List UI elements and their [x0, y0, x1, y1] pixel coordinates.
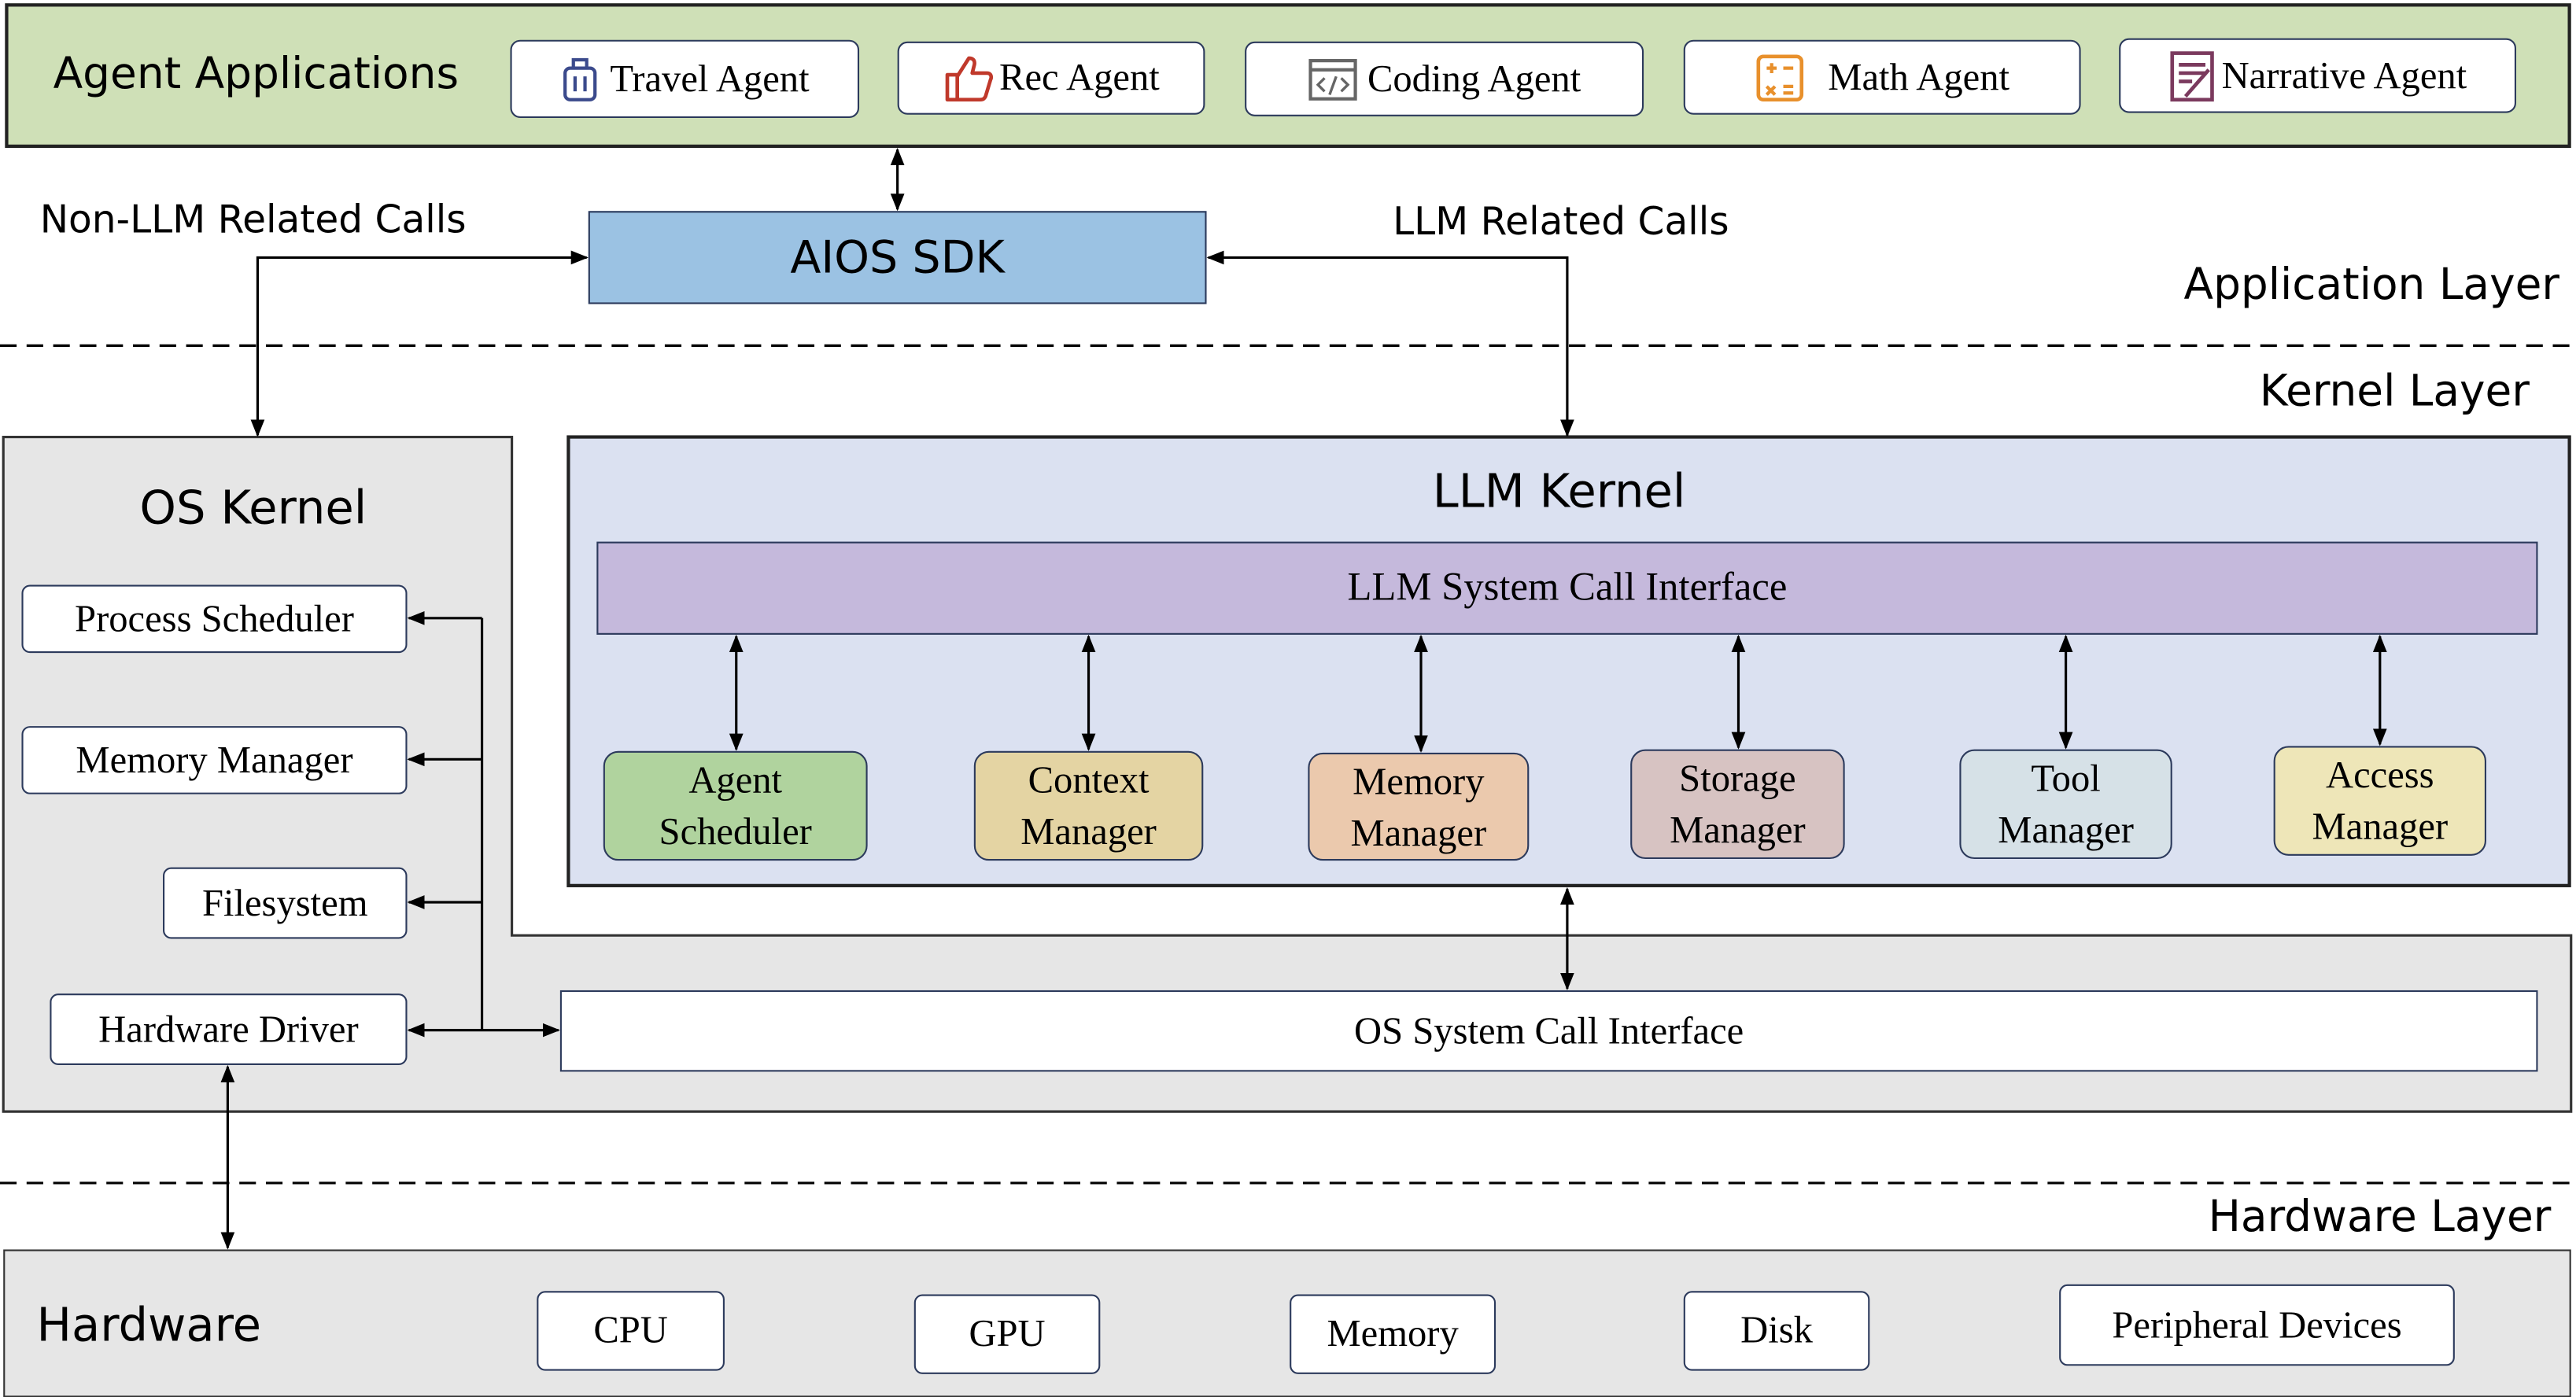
hardware-layer-label: Hardware Layer: [2208, 1192, 2552, 1244]
module-label: Manager: [2312, 805, 2449, 848]
gpu-label: GPU: [969, 1312, 1046, 1355]
llm-system-call-interface: LLM System Call Interface: [596, 541, 2538, 635]
code-window-icon: [1308, 57, 1357, 100]
os-system-call-label: OS System Call Interface: [1354, 1009, 1744, 1052]
aios-sdk-box: AIOS SDK: [588, 211, 1207, 304]
rec-agent-label: Rec Agent: [999, 56, 1160, 98]
process-scheduler-label: Process Scheduler: [75, 597, 354, 640]
luggage-icon: [563, 57, 597, 101]
module-label: Agent: [688, 759, 783, 802]
module-label: Manager: [1020, 810, 1157, 853]
disk-box: Disk: [1683, 1291, 1870, 1371]
filesystem-box: Filesystem: [163, 867, 408, 939]
os-system-call-interface: OS System Call Interface: [559, 990, 2538, 1072]
hardware-driver-label: Hardware Driver: [98, 1008, 359, 1049]
thumbs-up-icon: [946, 56, 994, 102]
narrative-agent-button[interactable]: Narrative Agent: [2119, 38, 2517, 113]
module-label: Storage: [1679, 757, 1796, 800]
peripheral-devices-box: Peripheral Devices: [2059, 1284, 2455, 1366]
process-scheduler-box: Process Scheduler: [21, 584, 408, 654]
module-label: Scheduler: [659, 810, 812, 853]
rec-agent-button[interactable]: Rec Agent: [897, 41, 1205, 115]
coding-agent-button[interactable]: Coding Agent: [1245, 41, 1644, 116]
math-agent-button[interactable]: Math Agent: [1683, 39, 2081, 115]
module-label: Manager: [1350, 811, 1487, 853]
module-label: Manager: [1670, 809, 1806, 851]
hardware-driver-box: Hardware Driver: [50, 993, 408, 1065]
document-pen-icon: [2169, 50, 2214, 101]
math-agent-label: Math Agent: [1828, 55, 2010, 98]
memory-box: Memory: [1290, 1294, 1497, 1374]
llm-kernel-box: [566, 435, 2571, 887]
kernel-layer-label: Kernel Layer: [2259, 367, 2530, 418]
llm-kernel-title: LLM Kernel: [1432, 463, 1686, 519]
gpu-box: GPU: [913, 1294, 1101, 1374]
module-label: Memory: [1353, 760, 1485, 802]
memory-manager-box: Memory Manager: [21, 726, 408, 794]
filesystem-label: Filesystem: [201, 881, 368, 923]
peripheral-devices-label: Peripheral Devices: [2112, 1303, 2402, 1345]
module-label: Tool: [2031, 757, 2101, 800]
aios-sdk-label: AIOS SDK: [790, 231, 1005, 284]
travel-agent-label: Travel Agent: [610, 57, 810, 99]
memory-manager-label: Memory Manager: [76, 738, 353, 780]
non-llm-calls-label: Non-LLM Related Calls: [39, 199, 467, 243]
coding-agent-label: Coding Agent: [1367, 57, 1581, 99]
memory-label: Memory: [1327, 1312, 1459, 1355]
cpu-box: CPU: [537, 1291, 725, 1371]
agent-applications-title: Agent Applications: [53, 50, 459, 100]
application-layer-label: Application Layer: [2183, 260, 2559, 311]
module-label: Access: [2325, 754, 2434, 796]
calculator-icon: [1756, 53, 1803, 101]
os-kernel-title: OS Kernel: [139, 480, 367, 536]
hardware-title: Hardware: [36, 1297, 262, 1353]
narrative-agent-label: Narrative Agent: [2221, 53, 2467, 96]
cpu-label: CPU: [593, 1309, 668, 1351]
module-label: Context: [1028, 759, 1150, 802]
module-label: Manager: [1998, 809, 2134, 851]
llm-system-call-label: LLM System Call Interface: [1347, 566, 1788, 610]
disk-label: Disk: [1740, 1309, 1813, 1351]
travel-agent-button[interactable]: Travel Agent: [510, 39, 860, 118]
llm-calls-label: LLM Related Calls: [1393, 201, 1729, 245]
